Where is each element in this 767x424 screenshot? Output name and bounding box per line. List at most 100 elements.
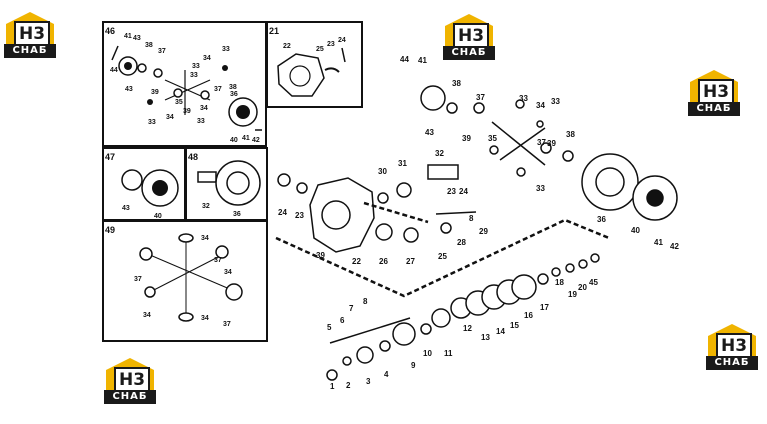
callout: 28 [457,238,466,247]
callout: 41 [242,135,250,142]
callout: 39 [462,134,471,143]
callout: 24 [278,208,287,217]
callout: 23 [295,211,304,220]
callout: 39 [547,139,556,148]
callout: 39 [316,251,325,260]
main-assembly [277,85,678,381]
leader-line [363,201,429,224]
callout: 34 [201,315,209,322]
callout: 33 [536,184,545,193]
callout: 42 [670,242,679,251]
callout: 13 [481,333,490,342]
callout: 40 [631,226,640,235]
callout: 12 [463,324,472,333]
callout: 37 [214,86,222,93]
inset-callouts: 41 43 38 37 44 33 34 33 43 35 39 37 33 3… [110,33,346,328]
callout: 43 [133,35,141,42]
callout: 32 [435,149,444,158]
callout: 30 [378,167,387,176]
callout: 24 [338,37,346,44]
logo-caption: СНАБ [706,356,758,370]
callout: 16 [524,311,533,320]
callout: 38 [566,130,575,139]
callout: 26 [379,257,388,266]
callout: 19 [568,290,577,299]
callout: 32 [202,203,210,210]
callout: 20 [578,283,587,292]
callout: 5 [327,323,332,332]
callout: 29 [479,227,488,236]
inset-48-label: 48 [188,152,198,162]
inset-49: 49 [102,220,268,342]
inset-47: 47 [102,147,186,221]
callout: 38 [229,84,237,91]
callout: 37 [214,257,222,264]
callout: 10 [423,349,432,358]
callout: 31 [398,159,407,168]
callout: 9 [411,361,416,370]
callout: 43 [425,128,434,137]
callout: 40 [230,137,238,144]
callout: 25 [438,252,447,261]
callout: 34 [203,55,211,62]
callout: 33 [222,46,230,53]
callout: 44 [110,67,118,74]
callout: 36 [597,215,606,224]
callout: 11 [444,349,453,358]
callout: 34 [536,101,545,110]
brand-logo: H3 СНАБ [104,358,156,404]
logo-mark: H3 [453,23,489,49]
callout: 7 [349,304,354,313]
logo-caption: СНАБ [4,44,56,58]
callout: 36 [233,211,241,218]
callout: 43 [125,86,133,93]
callout: 23 [447,187,456,196]
callout: 34 [201,235,209,242]
inset-46-label: 46 [105,26,115,36]
callout: 39 [151,89,159,96]
callout: 37 [537,138,546,147]
callout: 6 [340,316,345,325]
callout: 2 [346,381,351,390]
callout: 33 [197,118,205,125]
brand-logo: H3 СНАБ [688,70,740,116]
inset-49-label: 49 [105,225,115,235]
logo-mark: H3 [716,333,752,359]
callout: 35 [488,134,497,143]
brand-logo: H3 СНАБ [706,324,758,370]
callout: 34 [143,312,151,319]
callout: 41 [654,238,663,247]
callout: 35 [175,99,183,106]
inset-21-label: 21 [269,26,279,36]
callout-labels: 44 41 38 37 33 34 33 43 39 35 38 37 39 3… [278,55,679,391]
callout: 37 [158,48,166,55]
callout: 17 [540,303,549,312]
callout: 39 [183,108,191,115]
callout: 22 [283,43,291,50]
callout: 14 [496,327,505,336]
brand-logo: H3 СНАБ [4,12,56,58]
callout: 43 [122,205,130,212]
callout: 34 [166,114,174,121]
inset-46: 46 [102,21,267,147]
callout: 37 [223,321,231,328]
brand-logo: H3 СНАБ [443,14,495,60]
callout: 24 [459,187,468,196]
callout: 44 [400,55,409,64]
callout: 33 [519,94,528,103]
logo-caption: СНАБ [104,390,156,404]
callout: 33 [148,119,156,126]
callout: 27 [406,257,415,266]
callout: 22 [352,257,361,266]
callout: 4 [384,370,389,379]
logo-mark: H3 [698,79,734,105]
logo-caption: СНАБ [443,46,495,60]
callout: 33 [551,97,560,106]
callout: 33 [190,72,198,79]
inset-21: 21 [266,21,363,108]
callout: 37 [134,276,142,283]
inset-48: 48 [185,147,268,221]
callout: 23 [327,41,335,48]
